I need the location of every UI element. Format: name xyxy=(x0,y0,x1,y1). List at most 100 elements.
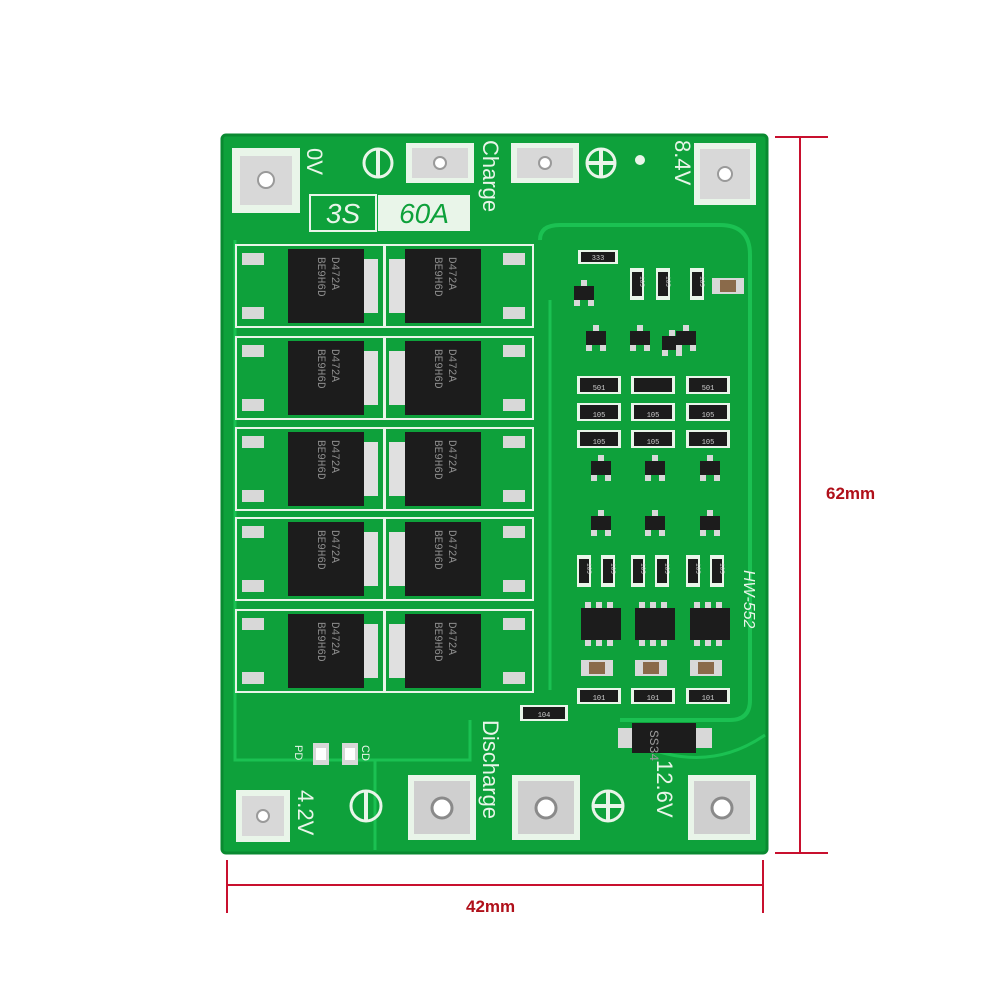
label-cd: CD xyxy=(359,745,371,761)
resistor-code: 105 xyxy=(593,439,606,447)
mosfet-marking: D472A xyxy=(445,349,457,382)
diode-ss34: SS34 xyxy=(618,723,712,761)
mosfet-marking: BE9H6D xyxy=(431,622,443,662)
via xyxy=(635,155,645,165)
protection-ic xyxy=(581,602,621,646)
plus-symbol-top xyxy=(585,147,617,179)
smd-capacitor xyxy=(690,660,722,676)
control-section: 333 105 105 105 501 105 105 105 105 101 105 105 105 1… xyxy=(520,250,744,721)
resistor-code: 105 xyxy=(638,276,645,287)
resistor-code: 105 xyxy=(639,563,646,574)
smd-resistor: 105 xyxy=(577,430,621,448)
resistor-code: 105 xyxy=(702,439,715,447)
smd-capacitor xyxy=(712,278,744,294)
transistor xyxy=(700,510,720,536)
smd-resistor: 501 xyxy=(577,376,621,394)
mosfet-marking: BE9H6D xyxy=(314,257,326,297)
mosfet-marking: BE9H6D xyxy=(314,440,326,480)
minus-symbol-bottom xyxy=(349,789,383,823)
resistor-code: 501 xyxy=(593,385,606,393)
smd-resistor: 101 xyxy=(631,688,675,704)
plus-symbol-bottom xyxy=(591,789,625,823)
smd-resistor: 501 xyxy=(686,376,730,394)
badge-cells: 3S xyxy=(326,198,361,229)
smd-resistor: 333 xyxy=(578,250,618,264)
smd-resistor xyxy=(631,376,675,394)
pad-discharge-minus xyxy=(408,775,476,840)
smd-resistor: 105 xyxy=(686,430,730,448)
pad-12v6 xyxy=(688,775,756,840)
width-dimension-label: 42mm xyxy=(466,897,516,916)
pcb-trace xyxy=(538,223,752,722)
resistor-code: 333 xyxy=(592,255,605,263)
transistor xyxy=(645,510,665,536)
label-12v6: 12.6V xyxy=(652,760,677,818)
resistor-code: 105 xyxy=(718,563,725,574)
led-pd xyxy=(313,743,329,765)
badge-current: 60A xyxy=(399,198,449,229)
transistor xyxy=(586,325,606,351)
protection-ic xyxy=(690,602,730,646)
pad-0v xyxy=(232,148,300,213)
smd-resistor: 105 xyxy=(601,555,616,587)
mosfet-marking: BE9H6D xyxy=(431,349,443,389)
resistor-code: 105 xyxy=(609,563,616,574)
smd-resistor: 105 xyxy=(631,555,646,587)
mosfet-marking: D472A xyxy=(328,349,340,382)
resistor-code: 105 xyxy=(593,412,606,420)
mosfet-marking: BE9H6D xyxy=(431,257,443,297)
smd-resistor: 105 xyxy=(577,555,592,587)
resistor-code: 105 xyxy=(694,563,701,574)
pad-charge-minus xyxy=(406,143,474,183)
minus-symbol-top xyxy=(362,147,394,179)
resistor-code: 104 xyxy=(538,712,551,720)
smd-resistor: 105 xyxy=(630,268,645,300)
mosfet-marking: BE9H6D xyxy=(314,622,326,662)
smd-resistor: 105 xyxy=(631,403,675,421)
smd-resistor: 105 xyxy=(686,403,730,421)
resistor-code: 501 xyxy=(702,385,715,393)
smd-resistor: 101 xyxy=(686,688,730,704)
mosfet-marking: BE9H6D xyxy=(314,349,326,389)
resistor-code: 105 xyxy=(664,276,671,287)
height-dimension-label: 62mm xyxy=(826,484,876,503)
label-pd: PD xyxy=(292,745,304,760)
mosfet-marking: D472A xyxy=(445,530,457,563)
resistor-code: 105 xyxy=(585,563,592,574)
label-discharge: Discharge xyxy=(478,720,503,819)
pad-8v4 xyxy=(694,143,756,205)
resistor-code: 105 xyxy=(647,412,660,420)
resistor-code: 105 xyxy=(702,412,715,420)
resistor-code: 105 xyxy=(698,276,705,287)
resistor-code: 105 xyxy=(647,439,660,447)
pad-discharge-plus xyxy=(512,775,580,840)
transistor xyxy=(574,280,594,306)
mosfet-marking: D472A xyxy=(328,440,340,473)
mosfet-marking: D472A xyxy=(445,257,457,290)
led-cd xyxy=(342,743,358,765)
transistor xyxy=(676,325,696,351)
label-8v4: 8.4V xyxy=(670,140,695,186)
label-model: HW-552 xyxy=(740,570,757,628)
label-charge: Charge xyxy=(478,140,503,212)
label-0v: 0V xyxy=(302,148,327,175)
smd-resistor: 101 xyxy=(577,688,621,704)
dimension-height xyxy=(775,136,828,854)
mosfet-marking: BE9H6D xyxy=(314,530,326,570)
smd-capacitor xyxy=(635,660,667,676)
transistor xyxy=(630,325,650,351)
smd-resistor: 104 xyxy=(520,705,568,721)
mosfet-marking: BE9H6D xyxy=(431,440,443,480)
diode-label: SS34 xyxy=(646,730,661,761)
smd-resistor: 105 xyxy=(690,268,705,300)
resistor-code: 101 xyxy=(647,695,660,703)
smd-resistor: 105 xyxy=(655,555,670,587)
